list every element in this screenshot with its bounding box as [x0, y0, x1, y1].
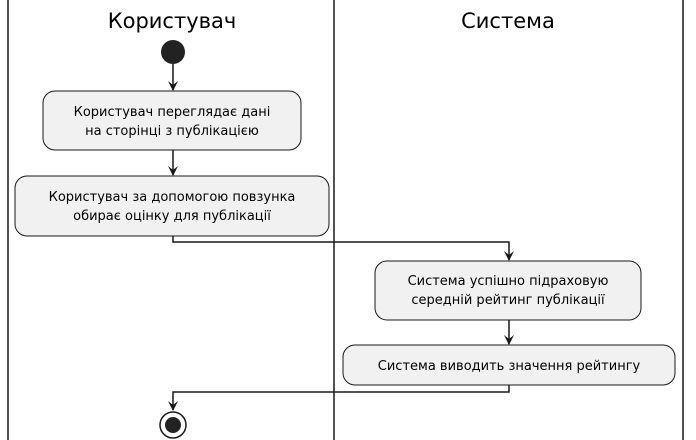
activity-display-rating: Система виводить значення рейтингу: [342, 344, 676, 386]
activity-3-line-1: Система успішно підраховую: [408, 274, 609, 289]
activity-select-rating: Користувач за допомогою повзунка обирає …: [14, 175, 330, 237]
start-node: [161, 40, 185, 64]
activity-4-line-1: Система виводить значення рейтингу: [378, 359, 641, 374]
arrow-activity-4-to-end: [168, 385, 510, 411]
lane-title-system: Система: [461, 9, 555, 33]
activity-1-line-1: Користувач переглядає дані: [74, 105, 271, 120]
lane-title-user: Користувач: [108, 9, 237, 33]
end-node: [159, 411, 187, 439]
activity-compute-average: Система успішно підраховую середній рейт…: [374, 260, 642, 321]
activity-view-publication: Користувач переглядає дані на сторінці з…: [42, 90, 302, 151]
activity-3-line-2: середній рейтинг публікації: [411, 293, 605, 308]
activity-1-line-2: на сторінці з публікацією: [85, 124, 259, 139]
activity-2-line-2: обирає оцінку для публікації: [73, 209, 271, 224]
arrow-activity-2-to-3: [172, 236, 514, 261]
activity-2-line-1: Користувач за допомогою повзунка: [49, 190, 296, 205]
